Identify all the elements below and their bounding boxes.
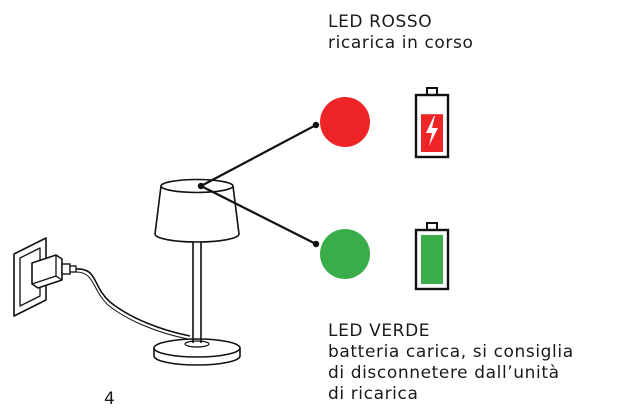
led-green-title: LED VERDE xyxy=(328,321,431,341)
battery-charging-icon xyxy=(414,87,450,159)
charging-cable xyxy=(75,268,191,337)
led-green-description-line-3: di ricarica xyxy=(328,384,419,404)
leader-lines xyxy=(200,121,320,248)
led-green-description-line-2: di disconnetere dall’unità xyxy=(328,363,560,383)
led-red-description: ricarica in corso xyxy=(328,33,474,53)
led-red-title: LED ROSSO xyxy=(328,12,433,32)
lamp-stem xyxy=(192,238,202,343)
led-green-description-line-1: batteria carica, si consiglia xyxy=(328,342,574,362)
lamp-shade xyxy=(154,178,240,243)
wall-socket-icon xyxy=(13,237,47,317)
lamp-base xyxy=(153,338,241,366)
led-green-indicator xyxy=(320,229,370,279)
led-green-caption: LED VERDE batteria carica, si consiglia … xyxy=(328,321,574,405)
led-red-caption: LED ROSSO ricarica in corso xyxy=(328,12,473,54)
battery-full-icon xyxy=(414,222,450,291)
page-number: 4 xyxy=(104,389,116,409)
charging-cable-inner xyxy=(75,271,189,340)
led-red-indicator xyxy=(320,97,370,147)
